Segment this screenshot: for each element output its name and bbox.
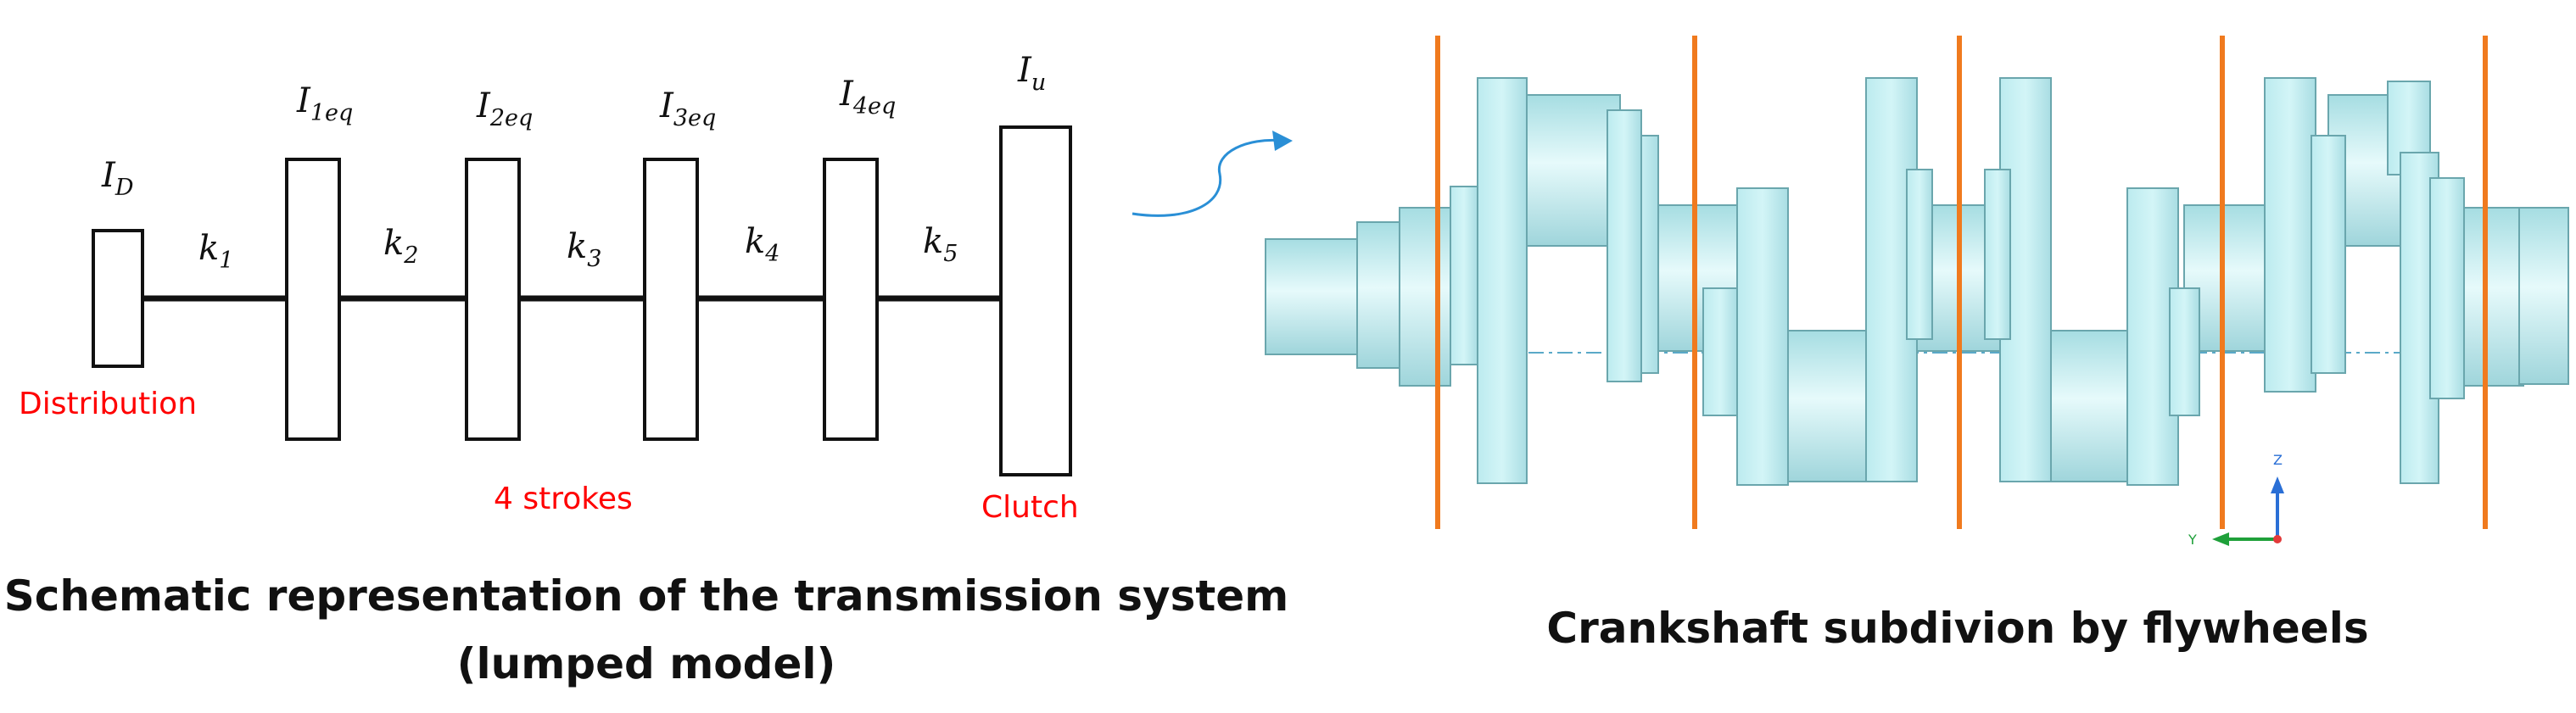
inertia-label-u: Iu [1017, 51, 1046, 96]
schematic-caption-line1: Schematic representation of the transmis… [4, 571, 1289, 621]
axis-y-label: Y [2188, 532, 2197, 548]
strokes-label: 4 strokes [494, 482, 633, 516]
connector-arrow [1132, 131, 1293, 217]
stiffness-label-k3: k3 [567, 227, 601, 272]
inertia-box-1eq [285, 158, 341, 441]
rear-flange [2463, 207, 2524, 387]
stiffness-label-k1: k1 [198, 229, 233, 274]
schematic-diagram: ID I1eq I2eq I3eq I4eq Iu k1 k2 k3 k4 k5… [4, 51, 1289, 688]
axis-triad: Z Y [2188, 452, 2284, 548]
inertia-label-1eq: I1eq [296, 81, 353, 126]
front-end-shaft [1265, 238, 1360, 355]
inertia-label-2eq: I2eq [476, 86, 533, 131]
inertia-label-4eq: I4eq [839, 75, 896, 120]
clutch-label: Clutch [981, 490, 1079, 525]
inertia-box-3eq [643, 158, 699, 441]
distribution-label: Distribution [19, 387, 197, 421]
inertia-box-u [999, 125, 1072, 476]
stiffness-label-k5: k5 [923, 222, 958, 267]
axis-z-label: Z [2273, 452, 2283, 468]
stiffness-label-k4: k4 [745, 222, 780, 267]
inertia-box-2eq [465, 158, 521, 441]
stiffness-label-k2: k2 [383, 224, 418, 269]
crank-web [1477, 77, 1528, 484]
flywheel-dividers [1435, 36, 2488, 529]
main-journal [1526, 94, 1621, 247]
inertia-label-d: ID [101, 156, 134, 201]
schematic-caption-line2: (lumped model) [457, 639, 836, 688]
inertia-box-d [92, 229, 144, 368]
inertia-box-4eq [823, 158, 879, 441]
crankshaft-diagram: Z Y Crankshaft subdivion by flywheels [1265, 36, 2569, 653]
inertia-label-3eq: I3eq [659, 86, 716, 131]
crankshaft-caption: Crankshaft subdivion by flywheels [1546, 604, 2368, 653]
